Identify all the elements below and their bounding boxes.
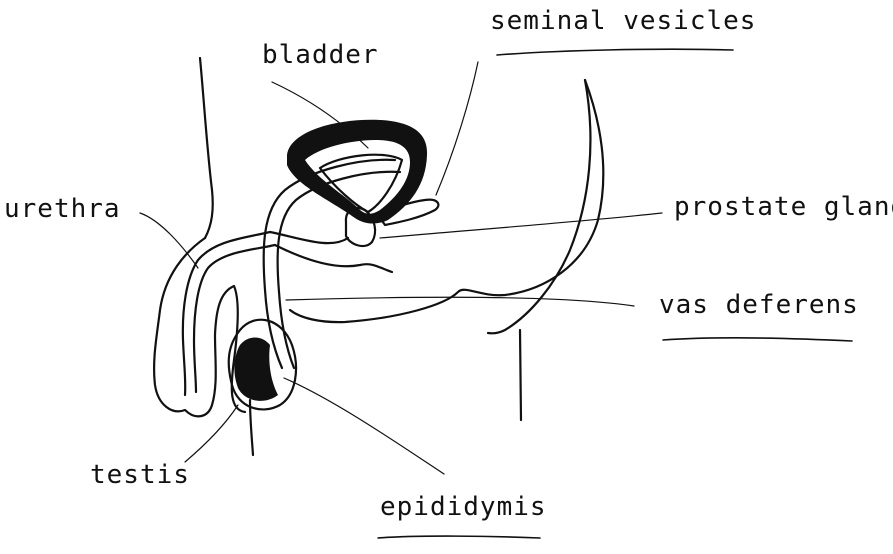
leader-vas-deferens — [286, 297, 634, 306]
leg-line-back — [520, 330, 521, 420]
body-outline-front — [200, 58, 213, 238]
underline-vas-deferens — [663, 338, 852, 341]
leader-urethra — [140, 213, 198, 268]
penis-outline — [154, 238, 245, 416]
label-urethra: urethra — [4, 194, 121, 224]
testis-shape — [234, 338, 278, 401]
label-epididymis: epididymis — [380, 492, 547, 522]
underline-epididymis — [378, 536, 540, 538]
label-bladder: bladder — [262, 40, 379, 70]
leader-seminal-vesicles — [436, 62, 478, 195]
label-seminal-vesicles: seminal vesicles — [490, 6, 756, 36]
leader-prostate — [380, 213, 662, 238]
label-testis: testis — [90, 460, 190, 490]
leader-testis — [185, 405, 238, 462]
underline-seminal-vesicles — [497, 49, 733, 55]
label-vas-deferens: vas deferens — [659, 290, 859, 320]
label-prostate-gland: prostate gland — [674, 192, 893, 222]
leader-epididymis — [284, 378, 444, 474]
